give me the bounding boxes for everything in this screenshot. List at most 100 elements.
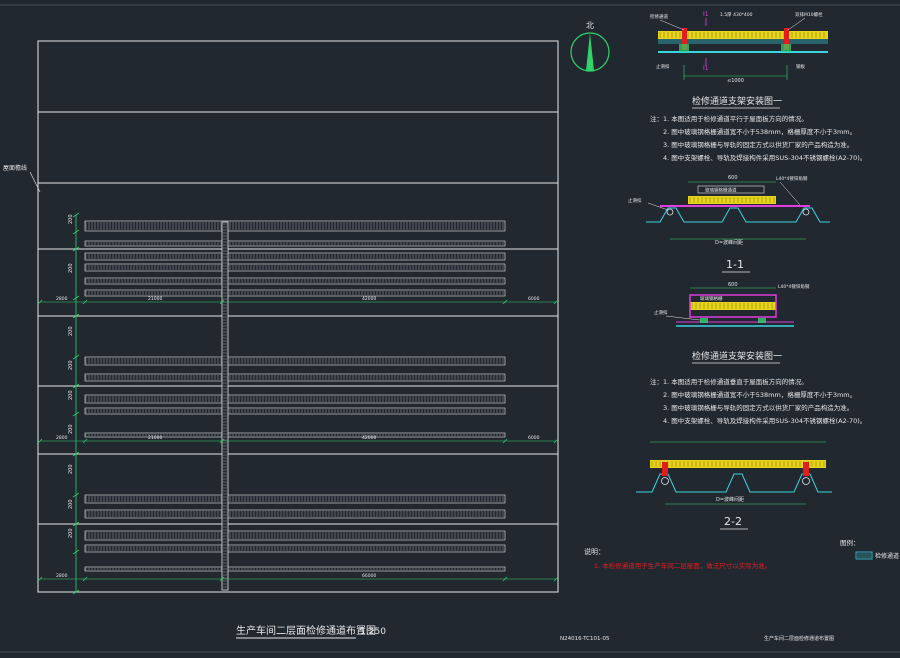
d1-bottom-label-0: 止滑扣 — [656, 63, 670, 70]
d1-bottom-label-1: I1 — [703, 65, 709, 72]
leader — [779, 181, 801, 206]
s2-grating — [650, 460, 826, 468]
s2-grating-ticks — [651, 461, 825, 467]
left-support — [682, 28, 687, 50]
bottom-caption: 生产车间二层面检修通道布置图 — [764, 635, 834, 642]
walkway-band — [84, 394, 506, 404]
clamp — [661, 477, 669, 485]
row-dim-tick — [553, 299, 559, 305]
row-dim-tick — [502, 299, 508, 305]
walkway-band — [84, 373, 506, 382]
s1-top-dim: 600 — [728, 175, 738, 181]
row-dim-tick — [502, 438, 508, 444]
walkway-band — [84, 252, 506, 261]
s1-bottom-dim: D=波峰间距 — [715, 239, 743, 246]
dim-tick — [72, 212, 80, 218]
row-dim-tick — [553, 576, 559, 582]
d2-notes-title: 注： — [650, 377, 663, 386]
row-dim-tick — [37, 576, 43, 582]
legend-swatch — [855, 551, 873, 560]
walkway-band — [84, 277, 506, 285]
walkway-band — [84, 530, 506, 541]
d2-label-b: 玻璃钢格栅 — [700, 295, 723, 302]
clamp — [802, 208, 810, 216]
row-dim-label: 21000 — [148, 435, 162, 441]
dim-tick — [72, 411, 80, 417]
walkway-band — [84, 220, 506, 232]
s1-label-box — [697, 185, 765, 194]
d2-title: 检修通道支架安装图一 — [692, 350, 782, 362]
left-dim-label: 200 — [68, 424, 74, 434]
bottom-notes-text: 1. 本检修通道用于生产车间二层屋面，做法尺寸以实际为准。 — [594, 561, 771, 570]
d2-top-dim: 600 — [728, 282, 738, 288]
d2-clamp — [758, 318, 766, 323]
vertical-walkway — [221, 221, 229, 591]
row-dim-label: 6000 — [528, 296, 540, 302]
right-clamp — [781, 44, 791, 52]
d1-note-2: 3. 图中玻璃钢格栅与导轨的固定方式以供货厂家的产品构造为准。 — [663, 140, 853, 149]
grating-base — [658, 39, 828, 44]
dim-tick — [72, 295, 80, 301]
clamp — [802, 477, 810, 485]
eave-callout: 屋面檐线 — [3, 164, 27, 172]
grating-ticks — [659, 32, 825, 38]
section-1-1: 600 玻璃钢格栅通道 L40*4镀锌角钢 止滑扣 D=波峰间距 1-1 — [628, 175, 830, 273]
d2-note-1: 2. 图中玻璃钢格栅通道宽不小于538mm，格栅厚度不小于3mm。 — [663, 390, 856, 399]
right-support — [784, 28, 789, 50]
legend-item: 检修通道 — [875, 552, 899, 560]
row-dim-tick — [82, 576, 88, 582]
row-dim-label: 2800 — [56, 573, 68, 579]
drawing-scale: 1:250 — [360, 627, 386, 637]
walkway-band — [84, 432, 506, 438]
left-dim-label: 200 — [68, 214, 74, 224]
d1-notes-title: 注： — [650, 114, 663, 123]
walkway-band — [84, 494, 506, 504]
walkway-band — [84, 263, 506, 272]
row-dim-tick — [37, 299, 43, 305]
dim-tick — [72, 589, 80, 595]
d1-top-label-2: 1.5厚 430*400 — [720, 12, 753, 18]
walkway-band — [84, 240, 506, 247]
d2-note-0: 1. 本图适用于检修通道垂直于屋面板方向的情况。 — [663, 377, 808, 386]
left-dim-label: 200 — [68, 528, 74, 538]
s1-roof-profile — [646, 207, 830, 223]
row-dim-tick — [82, 299, 88, 305]
s1-clamps — [666, 208, 810, 216]
walkway-band — [84, 356, 506, 366]
north-arrow: 北 — [570, 21, 610, 72]
detail-1: 检修通道 I1 1.5厚 430*400 双排M10螺栓 止滑扣 I1 ≤100… — [650, 11, 866, 162]
left-clamp — [679, 44, 689, 52]
eave-leader — [29, 171, 41, 193]
legend-hatch — [857, 553, 871, 558]
d1-top-label-1: I1 — [703, 11, 709, 18]
s1-label: 1-1 — [726, 258, 744, 271]
row-dim-tick — [37, 438, 43, 444]
bottom-notes-title: 说明： — [584, 547, 605, 556]
dim-tick — [72, 451, 80, 457]
left-dim-label: 200 — [68, 360, 74, 370]
detail-2: 600 L40*4镀锌角钢 玻璃钢格栅 止滑扣 检修通道支架安装图一 注： 1.… — [650, 282, 866, 425]
d1-title: 检修通道支架安装图一 — [692, 95, 782, 107]
dim-tick — [72, 383, 80, 389]
left-dim-label: 200 — [68, 263, 74, 273]
leader — [787, 17, 806, 31]
s1-grating-ticks — [689, 197, 775, 203]
d2-frame — [689, 294, 777, 318]
leader — [659, 19, 685, 31]
s2-roof-profile — [636, 473, 832, 493]
walkway-band — [84, 566, 506, 572]
d1-bottom-label-3: 钢板 — [796, 63, 805, 70]
row-dim-tick — [553, 438, 559, 444]
walkway-band — [84, 509, 506, 519]
s1-label-c: 止滑扣 — [628, 197, 642, 204]
walkway-band — [84, 289, 506, 297]
row-dim-label: 42000 — [362, 296, 376, 302]
walkway-group — [84, 220, 506, 572]
d1-note-3: 4. 图中支架螺栓、导轨及焊接构件采用SUS-304不锈钢螺栓(A2-70)。 — [663, 153, 866, 162]
dim-tick — [72, 229, 80, 235]
row-dim-tick — [502, 576, 508, 582]
row-dim-label: 6000 — [528, 435, 540, 441]
